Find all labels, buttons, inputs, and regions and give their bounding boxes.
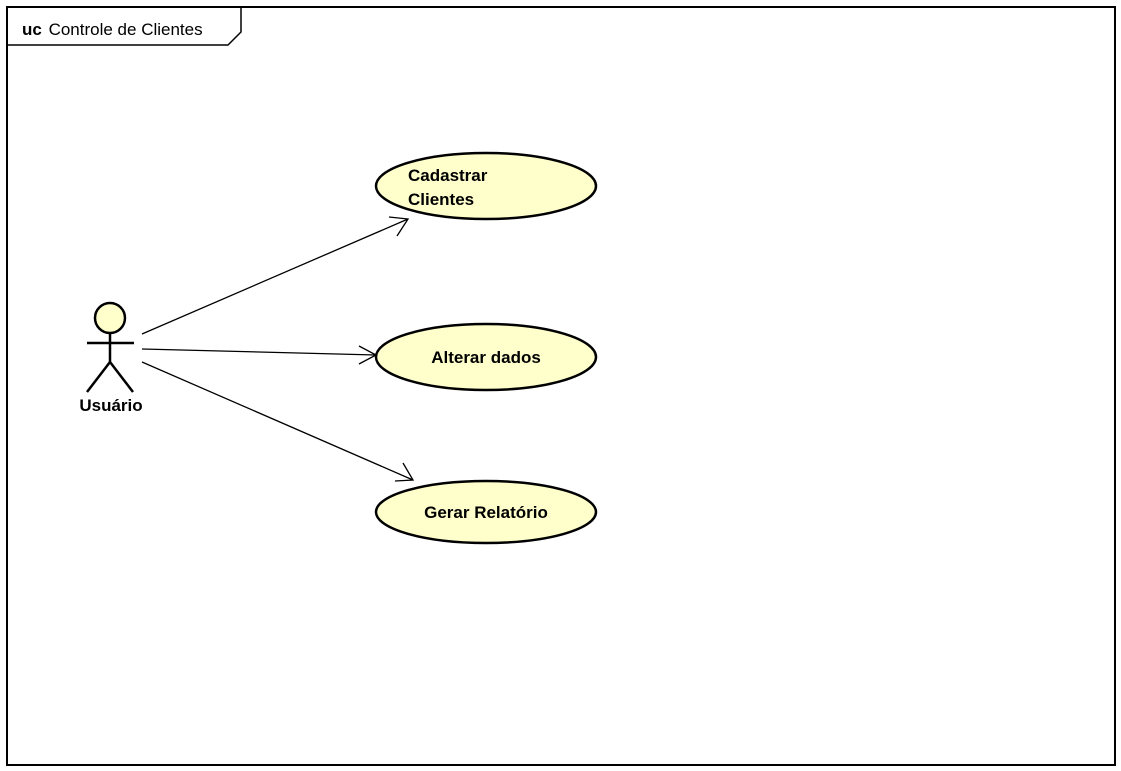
actor-usuario[interactable]: Usuário (79, 301, 143, 415)
use-case-label: Alterar dados (431, 348, 541, 367)
frame-title: uc Controle de Clientes (22, 20, 203, 39)
actor-right-leg (109, 361, 134, 393)
use-case-label: Gerar Relatório (424, 503, 548, 522)
actor-head (93, 301, 127, 335)
frame-name: Controle de Clientes (49, 20, 203, 39)
use-case-alterar-dados[interactable]: Alterar dados (374, 322, 598, 392)
actor-label: Usuário (79, 396, 142, 415)
actor-left-leg (86, 361, 111, 393)
diagram-frame (6, 6, 1116, 766)
use-case-ellipse (374, 151, 598, 221)
use-case-cadastrar-clientes[interactable]: Cadastrar Clientes (374, 151, 598, 221)
use-case-gerar-relatorio[interactable]: Gerar Relatório (374, 479, 598, 545)
use-case-ellipse (374, 479, 598, 545)
use-case-ellipse (374, 322, 598, 392)
use-case-label-line2: Clientes (408, 190, 474, 209)
association-cadastrar (141, 216, 410, 335)
frame-keyword: uc (22, 20, 42, 39)
frame-tab (7, 7, 242, 46)
association-gerar (141, 361, 415, 482)
association-alterar (141, 345, 378, 365)
use-case-label-line1: Cadastrar (408, 166, 488, 185)
